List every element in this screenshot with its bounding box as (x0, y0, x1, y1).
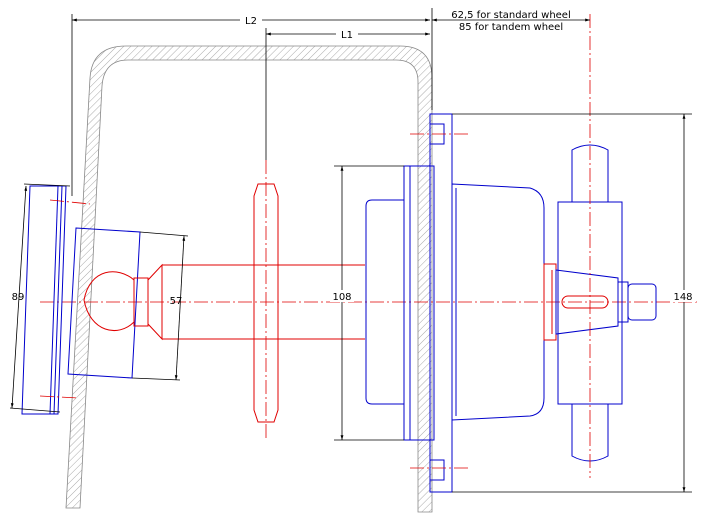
axle-stub (543, 263, 657, 341)
main-shaft (162, 264, 365, 340)
dimension-l1: L1 (265, 28, 430, 160)
d57-label: 57 (170, 296, 183, 307)
d108-label: 108 (332, 292, 351, 303)
dimension-148: 148 (452, 113, 696, 493)
cam-plate (253, 160, 279, 440)
frame-section (65, 45, 433, 513)
dimension-108: 108 (330, 165, 404, 441)
l1-label: L1 (341, 30, 353, 41)
d89-label: 89 (12, 292, 25, 303)
d148-label: 148 (673, 292, 692, 303)
hub-bolts (410, 123, 470, 481)
offset-tandem-label: 85 for tandem wheel (459, 22, 563, 33)
wheel-stud (557, 14, 623, 478)
dimension-offset: 62,5 for standard wheel 85 for tandem wh… (431, 8, 590, 110)
dimension-89: 89 (9, 183, 71, 413)
offset-standard-label: 62,5 for standard wheel (451, 10, 571, 21)
l2-label: L2 (245, 16, 257, 27)
dimension-57: 57 (131, 231, 189, 381)
dimension-l2: L2 (71, 14, 430, 196)
hub-body (365, 113, 545, 493)
